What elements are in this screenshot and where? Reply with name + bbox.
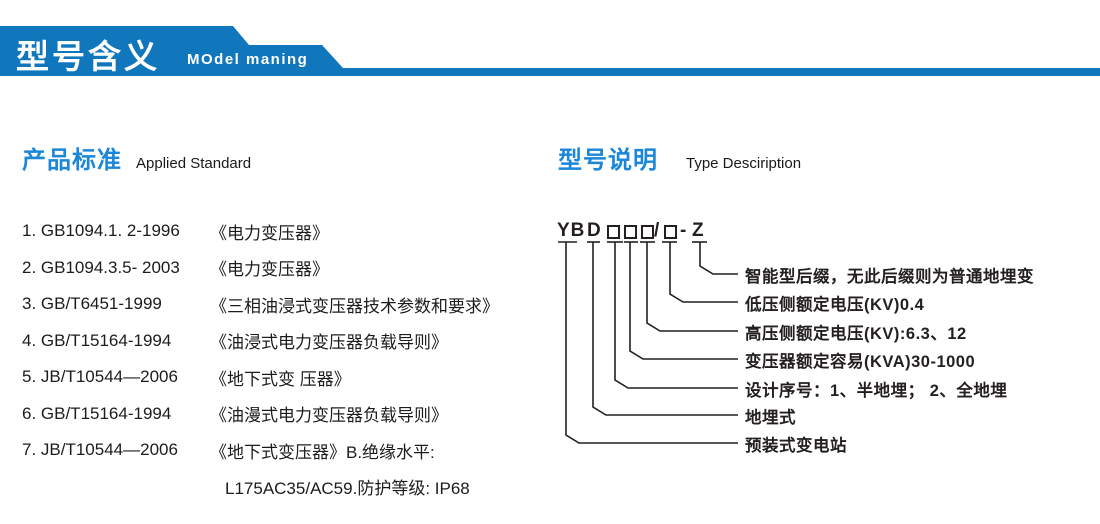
standard-code: 7. JB/T10544—2006 <box>22 440 178 460</box>
diagram-label-design-serial: 设计序号：1、半地埋； 2、全地埋 <box>745 382 1008 400</box>
standard-code: 1. GB1094.1. 2-1996 <box>22 221 180 241</box>
diagram-label-smart-suffix: 智能型后缀，无此后缀则为普通地埋变 <box>745 268 1034 286</box>
type-title-en: Type Desciription <box>686 155 802 172</box>
standard-item: 6. GB/T15164-1994 《油漫式电力变压器负载导则》 <box>22 396 552 433</box>
standard-title: 《油漫式电力变压器负载导则》 <box>210 406 448 426</box>
diagram-label-hv-voltage: 高压侧额定电压(KV):6.3、12 <box>745 325 967 343</box>
model-code-box <box>624 225 637 239</box>
standard-item: 1. GB1094.1. 2-1996 《电力变压器》 <box>22 213 552 250</box>
diagram-label-buried-type: 地埋式 <box>745 409 796 427</box>
standard-continuation-text: L175AC35/AC59.防护等级: IP68 <box>225 479 470 499</box>
model-code-letter-d: D <box>587 220 601 241</box>
model-code-prefix-yb: YB <box>557 220 586 241</box>
standard-title: 《三相油浸式变压器技术参数和要求》 <box>210 296 499 316</box>
diagram-label-rated-capacity: 变压器额定容易(KVA)30-1000 <box>745 353 976 371</box>
page-title: 型号含义 <box>16 38 160 75</box>
model-code-box <box>641 225 654 239</box>
standard-item: 2. GB1094.3.5- 2003 《电力变压器》 <box>22 250 552 287</box>
standard-code: 4. GB/T15164-1994 <box>22 330 172 350</box>
standard-code: 5. JB/T10544—2006 <box>22 367 178 387</box>
standard-code: 2. GB1094.3.5- 2003 <box>22 257 180 277</box>
type-title-cn: 型号说明 <box>558 147 658 174</box>
standard-item: 7. JB/T10544—2006 《地下式变压器》B.绝缘水平: <box>22 432 552 469</box>
type-section-header: 型号说明 Type Desciription <box>558 140 801 175</box>
standard-item-continuation: L175AC35/AC59.防护等级: IP68 <box>22 469 552 506</box>
header-banner <box>0 26 1100 76</box>
standard-title: 《地下式变压器》B.绝缘水平: <box>210 442 435 462</box>
diagram-label-prefab-substation: 预装式变电站 <box>745 437 847 455</box>
standard-title: 《电力变压器》 <box>210 223 329 243</box>
standard-code: 3. GB/T6451-1999 <box>22 294 162 314</box>
model-code-slash: / <box>654 220 660 241</box>
standards-list: 1. GB1094.1. 2-1996 《电力变压器》 2. GB1094.3.… <box>22 213 552 505</box>
standards-title-en: Applied Standard <box>136 155 252 172</box>
page-subtitle: MOdel maning <box>187 51 309 68</box>
standard-title: 《油浸式电力变压器负载导则》 <box>210 333 448 353</box>
model-code-diagram: YB D / - Z 智能型后缀，无此后缀则为普通地埋变 低压侧额定电压(KV)… <box>540 210 1100 468</box>
model-code-dash: - <box>680 220 687 241</box>
standard-item: 5. JB/T10544—2006 《地下式变 压器》 <box>22 359 552 396</box>
model-code-box <box>664 225 677 239</box>
model-code-suffix-z: Z <box>692 220 704 241</box>
diagram-label-lv-voltage: 低压侧额定电压(KV)0.4 <box>745 296 925 314</box>
standard-item: 3. GB/T6451-1999 《三相油浸式变压器技术参数和要求》 <box>22 286 552 323</box>
standard-title: 《电力变压器》 <box>210 260 329 280</box>
standard-item: 4. GB/T15164-1994 《油浸式电力变压器负载导则》 <box>22 323 552 360</box>
standard-title: 《地下式变 压器》 <box>210 369 351 389</box>
standards-title-cn: 产品标准 <box>22 147 122 174</box>
diagram-connector-lines <box>558 241 738 444</box>
standards-section-header: 产品标准 Applied Standard <box>22 140 251 175</box>
model-code-box <box>607 225 620 239</box>
standard-code: 6. GB/T15164-1994 <box>22 403 172 423</box>
